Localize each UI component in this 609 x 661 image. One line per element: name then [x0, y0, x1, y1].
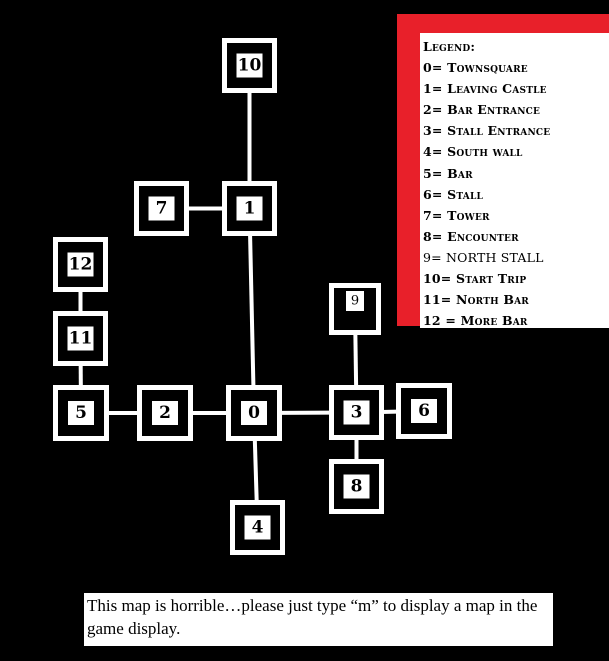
map-node-6: 6 [396, 383, 452, 439]
map-node-label-bg [343, 474, 370, 499]
legend-list: Legend: 0= Townsquare 1= Leaving Castle … [423, 36, 550, 331]
map-node-label: 6 [418, 401, 430, 421]
legend-entry-2: 2= Bar Entrance [423, 102, 541, 118]
map-node-label-bg [152, 401, 178, 425]
map-node-label-bg [346, 291, 364, 311]
map-node-11: 11 [53, 311, 108, 366]
legend-entry-6: 6= Stall [423, 186, 483, 202]
map-node-4: 4 [230, 500, 285, 555]
map-edge-1-0 [247, 208, 256, 414]
map-node-label-bg [67, 252, 94, 277]
map-node-label: 2 [159, 403, 171, 423]
legend-entry-7: 7= Tower [423, 207, 490, 223]
legend-entry-12: 12 = More Bar [423, 313, 528, 329]
legend-entry-11: 11= North Bar [423, 292, 529, 308]
map-node-label: 0 [248, 403, 260, 423]
map-node-7: 7 [134, 181, 189, 236]
map-node-label: 5 [75, 403, 87, 423]
legend-panel [420, 33, 609, 328]
map-node-label: 8 [351, 477, 363, 497]
map-node-label-bg [236, 196, 263, 221]
map-node-0: 0 [226, 385, 282, 441]
map-node-5: 5 [53, 385, 109, 441]
legend-entry-10: 10= Start Trip [423, 271, 527, 287]
map-node-2: 2 [137, 385, 193, 441]
legend-entry-8: 8= Encounter [423, 228, 519, 244]
legend-entry-0: 0= Townsquare [423, 60, 528, 76]
map-node-9: 9 [329, 283, 381, 335]
map-node-label: 9 [351, 294, 359, 309]
map-node-label: 3 [351, 403, 363, 423]
legend-title: Legend: [423, 39, 476, 54]
legend-entry-5: 5= Bar [423, 165, 473, 181]
map-node-label: 4 [252, 518, 264, 538]
map-node-label-bg [244, 515, 271, 540]
map-node-label: 11 [69, 329, 93, 349]
legend-entry-1: 1= Leaving Castle [423, 81, 547, 97]
legend-entry-3: 3= Stall Entrance [423, 123, 551, 139]
map-node-label-bg [68, 401, 94, 425]
legend-entry-4: 4= South wall [423, 144, 523, 160]
map-node-label-bg [411, 399, 437, 423]
map-node-label-bg [241, 401, 267, 425]
map-node-label-bg [343, 400, 370, 425]
map-node-label-bg [148, 196, 175, 221]
map-node-label: 10 [238, 56, 262, 76]
map-node-3: 3 [329, 385, 384, 440]
map-note: This map is horrible…please just type “m… [84, 593, 553, 646]
map-node-8: 8 [329, 459, 384, 514]
map-node-10: 10 [222, 38, 277, 93]
map-nodes: 10 7 1 12 11 9 5 2 0 3 6 8 4 [53, 38, 452, 555]
map-node-label-bg [236, 53, 263, 78]
map-node-label: 12 [69, 255, 93, 275]
legend-entry-9: 9= NORTH STALL [423, 249, 544, 265]
map-node-label: 7 [156, 199, 168, 219]
map-node-12: 12 [53, 237, 108, 292]
map-node-label: 1 [244, 199, 256, 219]
map-node-label-bg [67, 326, 94, 351]
map-node-1: 1 [222, 181, 277, 236]
